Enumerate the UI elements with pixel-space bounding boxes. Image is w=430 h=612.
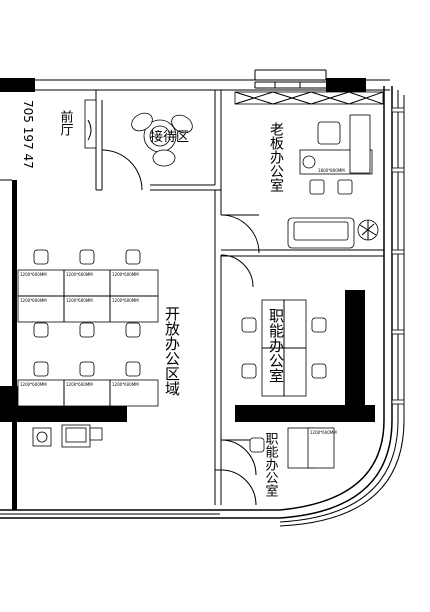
desk-label-1: 1200*600MM xyxy=(20,272,47,277)
desk-label-5: 1200*600MM xyxy=(66,298,93,303)
boss-chair xyxy=(317,121,341,145)
desk-label-4: 1200*600MM xyxy=(20,298,47,303)
top-wall-right xyxy=(326,78,366,92)
reception-area: 前厅 705 197 47 xyxy=(21,99,97,169)
left-wall-column xyxy=(12,180,17,510)
func-room-wall-bottom xyxy=(235,405,375,422)
boss-desk-label: 1800*800MM xyxy=(318,168,345,173)
meeting-label: 接待区 xyxy=(150,129,189,145)
desk-label-3: 1200*600MM xyxy=(112,272,139,277)
reception-desk xyxy=(84,99,97,149)
boss-office: 1800*800MM 老板办公室 xyxy=(234,91,384,249)
top-wall-left xyxy=(0,78,35,92)
open-office-label: 开放办公区域 xyxy=(163,306,181,396)
desk-label-2: 1200*600MM xyxy=(66,272,93,277)
exterior-walls xyxy=(0,69,405,527)
printer-area xyxy=(32,424,103,448)
func-desk-label: 1200*600MM xyxy=(310,430,337,435)
function-room-1-label: 职能办公室 xyxy=(267,308,285,383)
boss-office-label: 老板办公室 xyxy=(268,122,284,192)
function-room-1: 职能办公室 xyxy=(241,299,327,397)
func-room-wall-right xyxy=(345,290,365,422)
function-room-2-label: 职能办公室 xyxy=(263,432,279,497)
desk-label-7: 1200*600MM xyxy=(20,382,47,387)
chairs-row-3 xyxy=(33,361,141,377)
right-window-mullions xyxy=(391,107,405,405)
meeting-table: 接待区 xyxy=(131,112,193,167)
desk-label-6: 1200*600MM xyxy=(112,298,139,303)
open-office-wall-2 xyxy=(42,404,127,422)
desk-label-8: 1200*600MM xyxy=(66,382,93,387)
top-window xyxy=(254,69,327,89)
chairs-row-1 xyxy=(33,249,141,265)
reception-label: 前厅 xyxy=(58,109,74,136)
open-office-desks: 1200*600MM 1200*600MM 1200*600MM 1200*60… xyxy=(17,249,181,407)
chairs-row-2 xyxy=(33,322,141,338)
left-dimension-label: 705 197 47 xyxy=(21,100,35,169)
doors xyxy=(101,149,260,506)
function-room-2: 1200*600MM 职能办公室 xyxy=(249,427,337,497)
desk-label-9: 1200*600MM xyxy=(112,382,139,387)
